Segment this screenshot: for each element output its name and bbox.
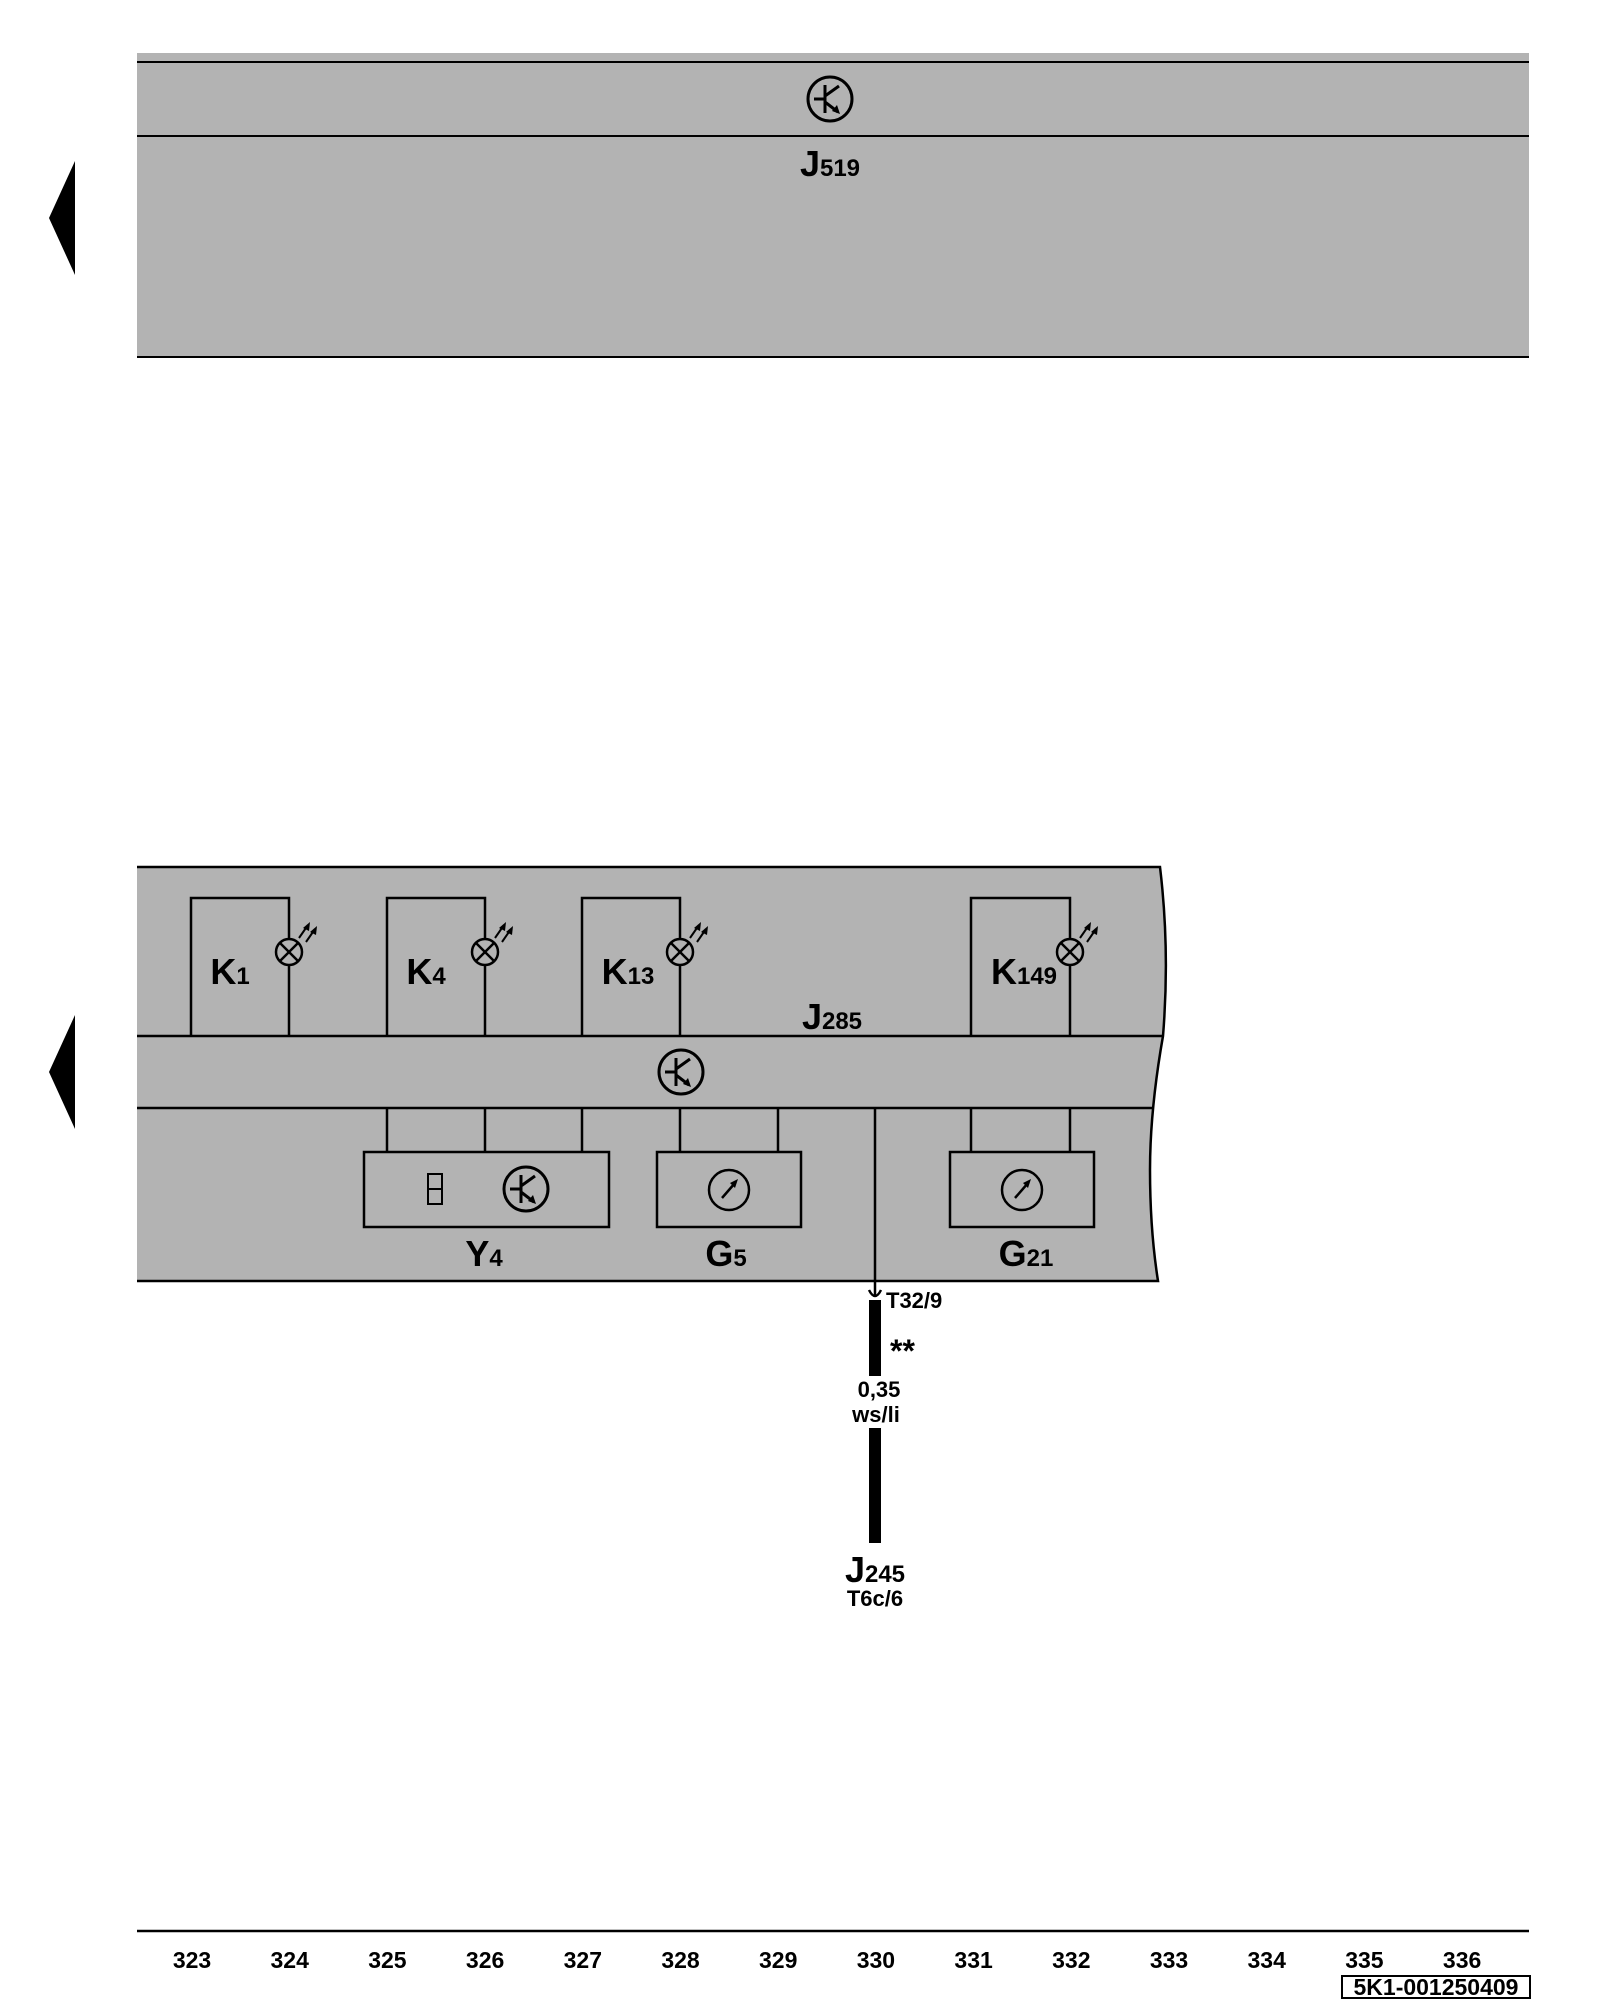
track-number: 323 (173, 1947, 211, 1973)
previous-page-arrow-icon[interactable] (49, 161, 75, 275)
svg-text:G21: G21 (999, 1233, 1054, 1274)
svg-text:Y4: Y4 (465, 1233, 503, 1274)
svg-text:G5: G5 (705, 1233, 746, 1274)
track-number: 328 (661, 1947, 700, 1973)
j285-label: J285 (802, 996, 862, 1037)
j245-label: J245 (845, 1549, 905, 1590)
connector-label: T32/9 (886, 1288, 942, 1313)
doc-id: 5K1-001250409 (1354, 1974, 1519, 2000)
svg-text:K1: K1 (210, 951, 249, 992)
doc-id-box (1341, 1975, 1531, 1999)
svg-text:K13: K13 (602, 951, 655, 992)
lamp-k149: K149 (969, 896, 1100, 1036)
track-number: 335 (1345, 1947, 1384, 1973)
gauge-g21: G21 (948, 1108, 1096, 1274)
wire-cross-section: 0,35 (858, 1377, 901, 1402)
j245-pin: T6c/6 (847, 1586, 903, 1611)
track-numbers: 323 324 325 326 327 328 329 330 331 332 333 334 335 3… (173, 1947, 1481, 1973)
track-number: 331 (954, 1947, 993, 1973)
j519-label: J519 (800, 143, 860, 184)
svg-text:K4: K4 (406, 951, 446, 992)
track-number: 327 (564, 1947, 602, 1973)
track-number: 330 (857, 1947, 895, 1973)
display-y4: Y4 (362, 1108, 611, 1274)
track-number: 334 (1248, 1947, 1287, 1973)
connector-icon (867, 1289, 883, 1298)
digit-display-icon (427, 1173, 443, 1205)
lamp-k1: K1 (189, 896, 319, 1036)
wire-to-j245: T32/9 ** 0,35 ws/li J245 T6c/6 (845, 1108, 942, 1611)
track-number: 333 (1150, 1947, 1188, 1973)
track-number: 336 (1443, 1947, 1481, 1973)
gauge-g5: G5 (655, 1108, 803, 1274)
lamp-k13: K13 (580, 896, 710, 1036)
track-number: 329 (759, 1947, 797, 1973)
wire-color: ws/li (851, 1402, 900, 1427)
track-number: 332 (1052, 1947, 1090, 1973)
track-number: 324 (271, 1947, 310, 1973)
svg-text:K149: K149 (991, 951, 1057, 992)
lamp-k4: K4 (385, 896, 515, 1036)
wire-note: ** (890, 1333, 915, 1369)
instrument-cluster-j285: J285 K1 K4 K13 K149 (137, 865, 1168, 1283)
track-number: 326 (466, 1947, 504, 1973)
track-number: 325 (368, 1947, 407, 1973)
previous-page-arrow-icon[interactable] (49, 1015, 75, 1129)
control-unit-j519: J519 (137, 53, 1529, 358)
